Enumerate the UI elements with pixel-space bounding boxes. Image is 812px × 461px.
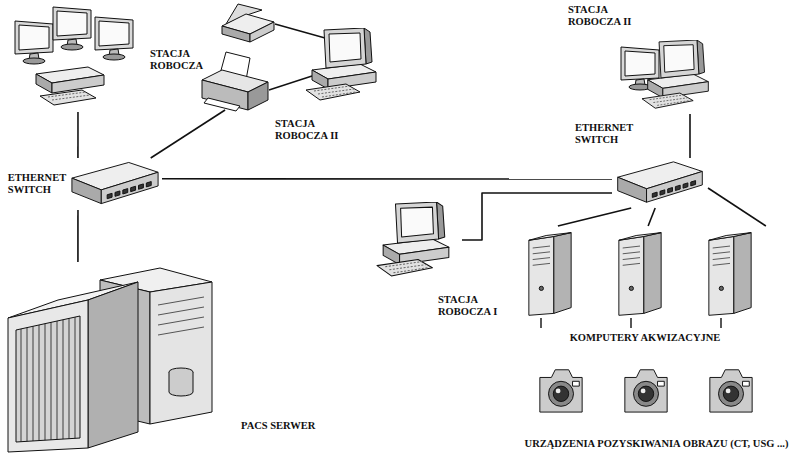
device-label: STACJA ROBOCZA II bbox=[275, 118, 361, 142]
workstation-icon bbox=[377, 202, 449, 276]
workstation-icon bbox=[15, 21, 53, 64]
switch-icon bbox=[72, 162, 158, 203]
device-label: STACJA ROBOCZA I bbox=[438, 294, 518, 318]
printer-icon bbox=[248, 82, 268, 110]
network-cable bbox=[77, 112, 79, 158]
server-icon bbox=[8, 268, 212, 452]
workstation-icon bbox=[36, 74, 52, 93]
network-cable bbox=[77, 210, 79, 262]
camera-icon bbox=[625, 370, 667, 412]
ethernet-switch: ETHERNET SWITCH bbox=[612, 158, 708, 208]
network-cable bbox=[558, 208, 631, 226]
acquisition-computer-icon bbox=[709, 233, 751, 316]
device-label: ETHERNET SWITCH bbox=[575, 122, 661, 146]
workstation-icon bbox=[15, 7, 133, 105]
network-cable bbox=[689, 114, 691, 158]
switch-icon bbox=[72, 162, 158, 203]
printer-icon bbox=[204, 98, 240, 111]
workstation-icon bbox=[53, 7, 91, 50]
acquisition-computer-icon bbox=[541, 318, 721, 328]
workstation: STACJA ROBOCZA I bbox=[372, 200, 462, 280]
workstation-icon bbox=[48, 92, 90, 100]
camera-icon bbox=[540, 370, 752, 412]
server-icon bbox=[158, 297, 204, 335]
workstation: STACJA ROBOCZA II bbox=[618, 38, 718, 114]
network-cable bbox=[708, 188, 766, 226]
ethernet-switch: ETHERNET SWITCH bbox=[68, 158, 162, 210]
workstation-icon bbox=[306, 28, 376, 100]
workstation-icon bbox=[95, 17, 133, 60]
switch-icon bbox=[618, 162, 703, 202]
workstation-icon bbox=[377, 202, 449, 276]
printer-icon bbox=[202, 52, 268, 111]
pacs-server: PACS SERWER bbox=[5, 262, 217, 454]
device-cable bbox=[269, 76, 312, 90]
device-label: STACJA ROBOCZA II bbox=[568, 4, 654, 28]
imaging-devices: URZĄDZENIA POZYSKIWANIA OBRAZU (CT, USG … bbox=[505, 360, 808, 458]
device-label: STACJA ROBOCZA bbox=[150, 48, 230, 72]
workstation-icon bbox=[36, 67, 104, 105]
workstation-icon bbox=[621, 40, 708, 108]
device-label: URZĄDZENIA POZYSKIWANIA OBRAZU (CT, USG … bbox=[505, 438, 808, 450]
workstation: STACJA ROBOCZA II bbox=[198, 4, 386, 110]
scanner-icon bbox=[222, 26, 250, 42]
workstation-icon bbox=[40, 90, 96, 105]
switch-icon bbox=[618, 162, 703, 202]
server-icon bbox=[88, 282, 138, 448]
workstation-icon bbox=[306, 28, 376, 100]
scanner-icon bbox=[222, 4, 274, 42]
server-icon bbox=[16, 316, 80, 442]
network-cable bbox=[151, 110, 225, 158]
camera-icon bbox=[710, 370, 752, 412]
camera-icon bbox=[540, 370, 582, 412]
acquisition-computer-icon bbox=[529, 233, 571, 316]
workstation-icon bbox=[642, 40, 708, 108]
acquisition-computer-icon bbox=[619, 233, 661, 316]
printer-icon bbox=[202, 80, 248, 110]
network-cable bbox=[648, 208, 655, 226]
network-cable bbox=[162, 178, 612, 180]
device-label: ETHERNET SWITCH bbox=[8, 172, 66, 196]
server-icon bbox=[150, 282, 212, 424]
server-icon bbox=[169, 372, 193, 396]
acquisition-group: KOMPUTERY AKWIZACYJNE bbox=[515, 226, 775, 350]
acquisition-computer-icon bbox=[529, 233, 751, 328]
scanner-icon bbox=[250, 22, 274, 42]
network-cable bbox=[462, 193, 612, 240]
device-cable bbox=[275, 24, 325, 38]
device-label: KOMPUTERY AKWIZACYJNE bbox=[515, 332, 775, 344]
workstation: STACJA ROBOCZA bbox=[10, 4, 138, 112]
device-label: PACS SERWER bbox=[241, 420, 315, 432]
server-icon bbox=[8, 300, 88, 452]
